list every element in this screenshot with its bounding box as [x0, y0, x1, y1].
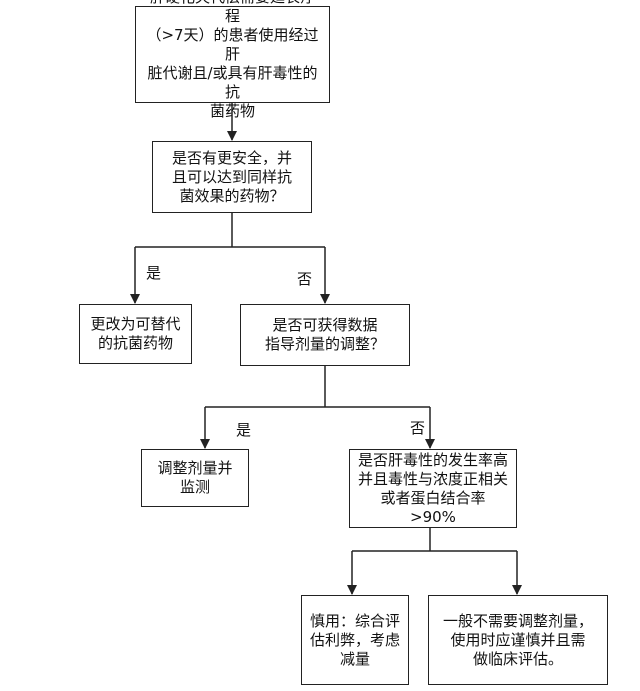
label-yes-data: 是 — [236, 421, 252, 439]
question-dose-data: 是否可获得数据 指导剂量的调整？ — [240, 304, 410, 366]
label-no-data: 否 — [410, 419, 426, 437]
action-replace-drug: 更改为可替代 的抗菌药物 — [79, 304, 192, 364]
question-safer-drug: 是否有更安全，并 且可以达到同样抗 菌效果的药物？ — [152, 141, 312, 213]
question-hepatotoxicity: 是否肝毒性的发生率高 并且毒性与浓度正相关 或者蛋白结合率>90% — [349, 449, 517, 528]
action-use-with-caution: 慎用：综合评 估利弊，考虑 减量 — [301, 595, 409, 685]
label-yes-safer: 是 — [146, 264, 162, 282]
start-node: 肝硬化失代偿需要延长疗程 （>7天）的患者使用经过肝 脏代谢且/或具有肝毒性的抗… — [135, 0, 330, 120]
action-adjust-dose: 调整剂量并 监测 — [141, 449, 249, 507]
action-no-adjustment: 一般不需要调整剂量， 使用时应谨慎并且需 做临床评估。 — [428, 595, 608, 685]
label-no-safer: 否 — [297, 270, 313, 288]
